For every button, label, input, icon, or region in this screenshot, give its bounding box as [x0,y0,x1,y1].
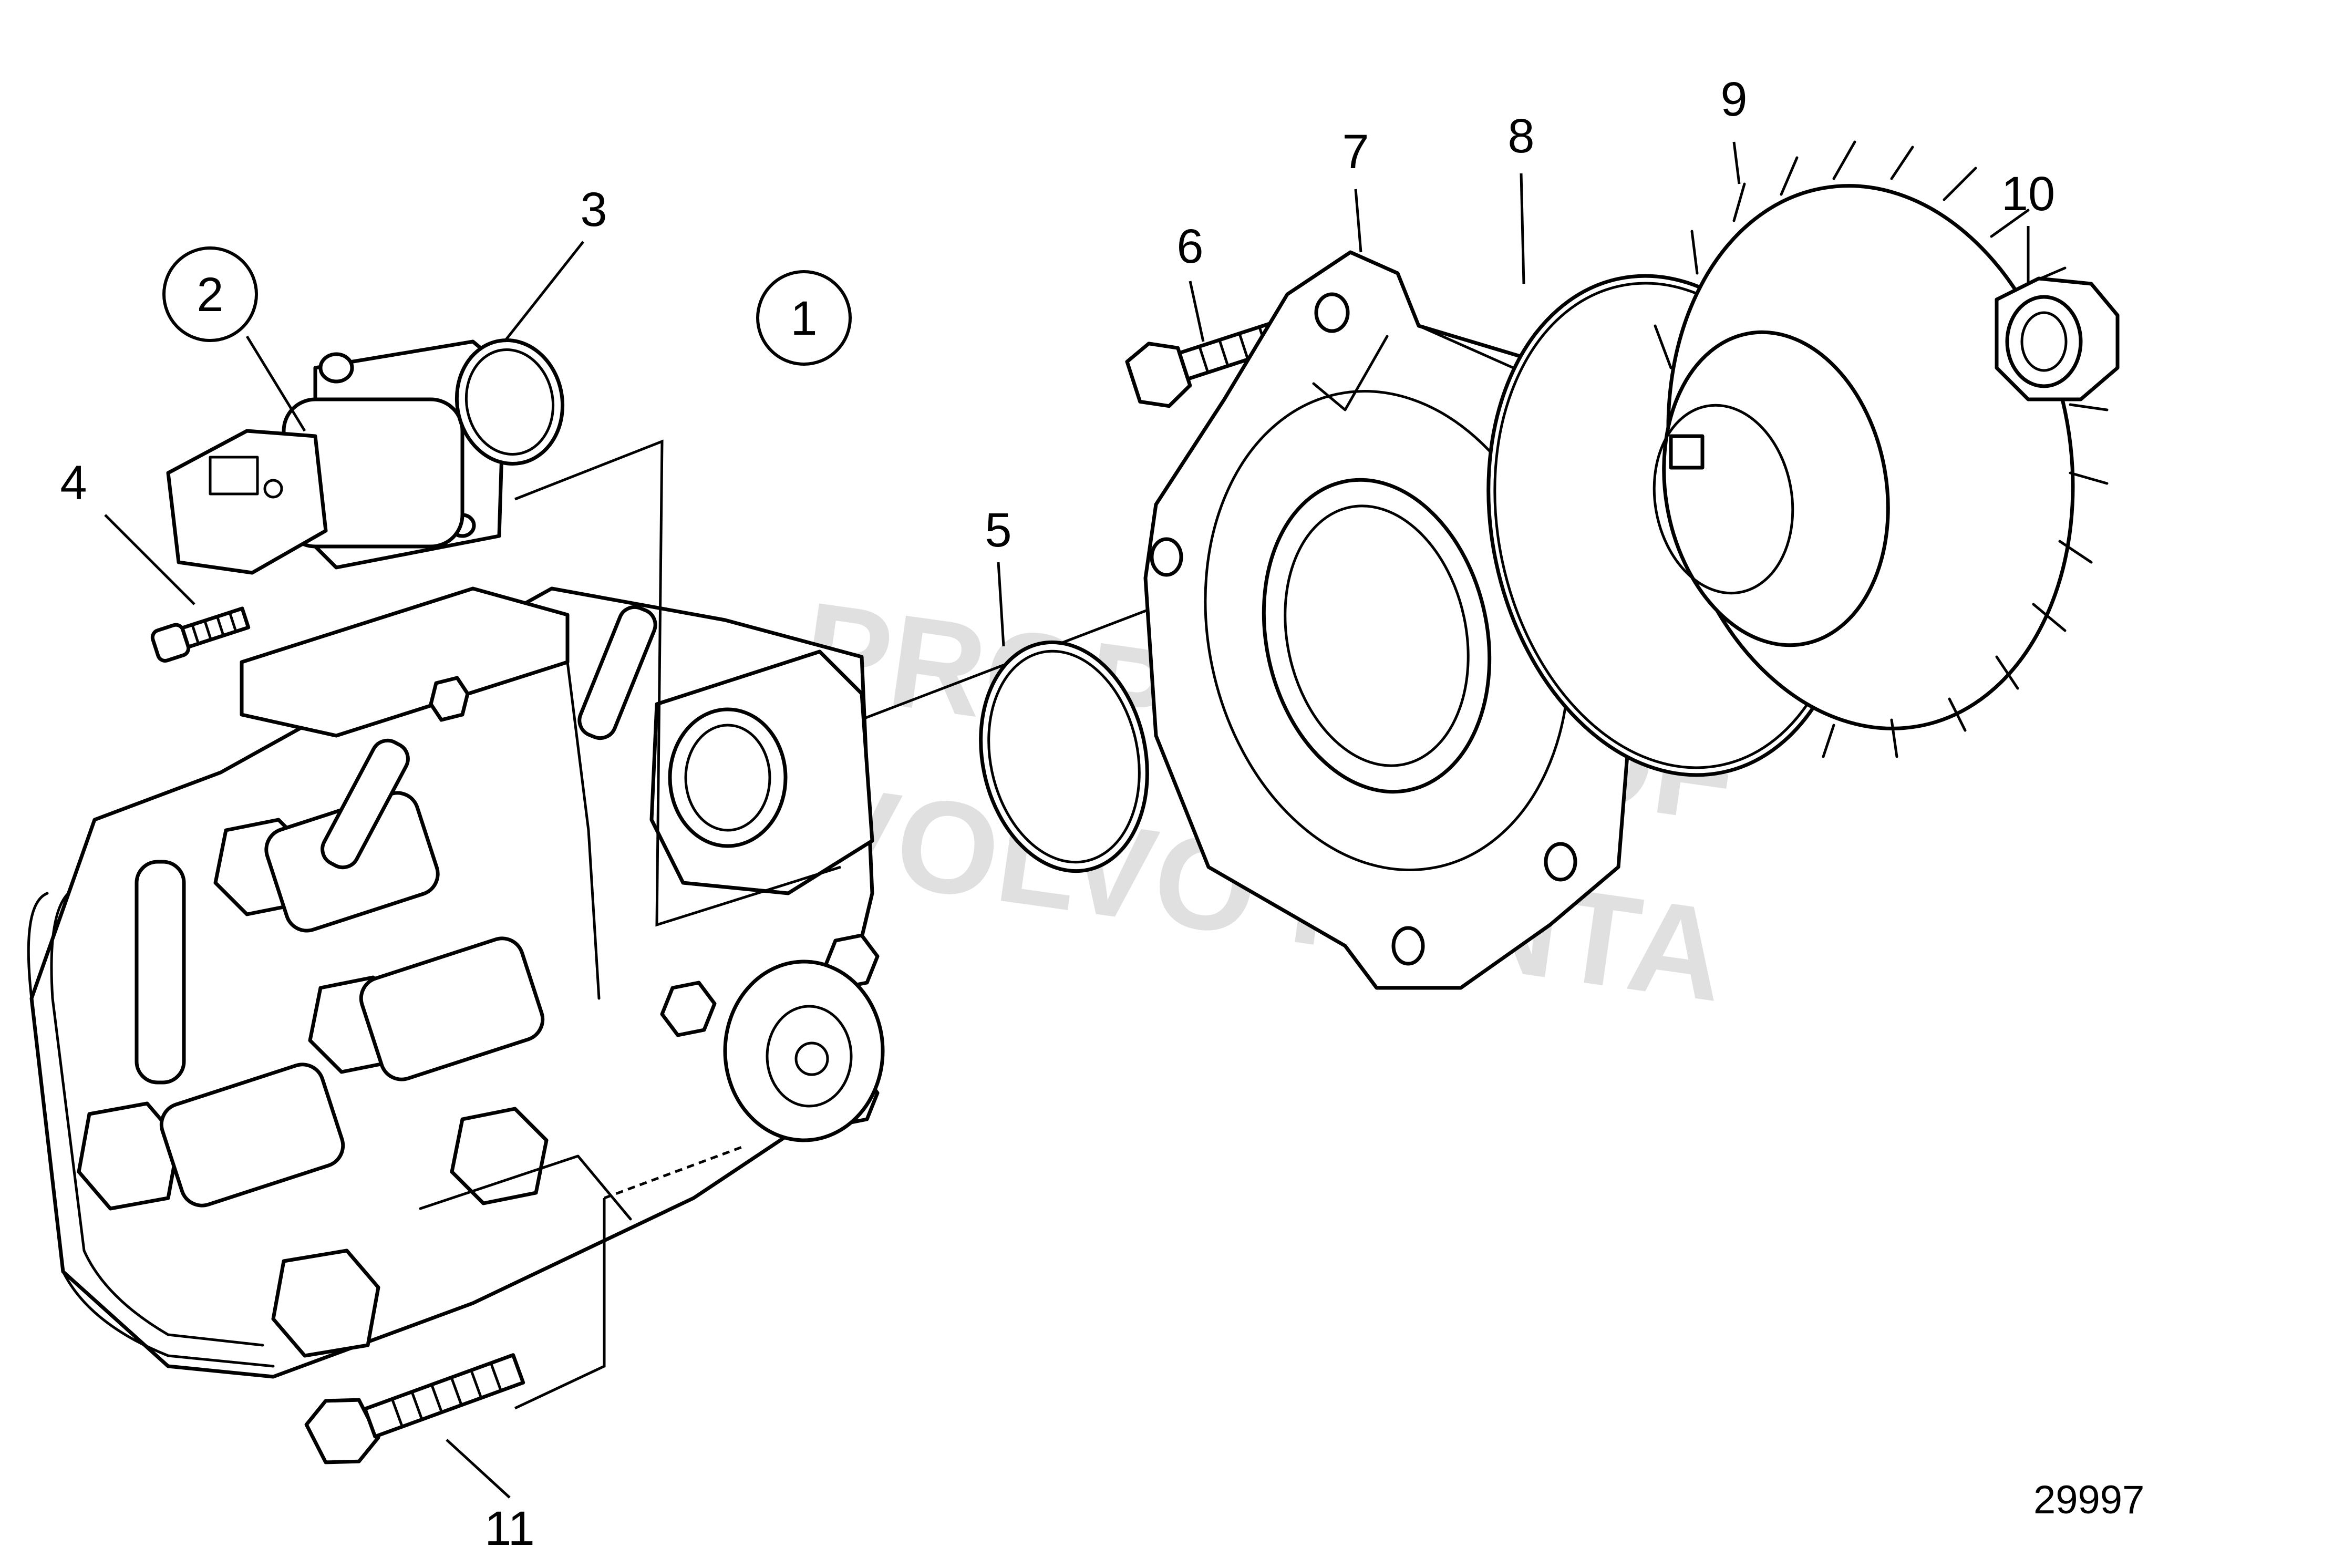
hex-fitting-4 [450,1107,549,1205]
gear-keyway [1669,434,1705,470]
leader-3 [503,241,584,343]
callout-label-9: 9 [1720,73,1747,126]
callout-circle-2 [162,246,258,342]
callout-label-7: 7 [1342,125,1369,179]
pump-tube-2 [577,605,657,740]
flange-bolt-hole-left [1150,537,1183,577]
pump-rear-cover [723,960,885,1142]
fuel-metering-valve [166,339,507,575]
callout-label-1: 1 [790,292,817,345]
flange-bolt-hole-right [1544,842,1577,882]
o-ring-small [455,338,565,466]
flange-bolt-hole-top [1314,292,1350,333]
valve-connector [166,429,328,575]
callout-label-2: 2 [197,268,223,322]
leader-6 [1189,281,1205,342]
fuel-pump-assembly [27,586,885,1379]
screw-small [150,606,251,663]
leader-11 [446,1439,511,1499]
callout-label-3: 3 [580,183,607,236]
gear-nut [1995,276,2120,401]
drive-gear [1653,140,2109,758]
flange-bolt-hole-bottom [1391,926,1425,966]
leader-9 [1732,141,1741,184]
flange-center-bore [1262,478,1492,794]
callout-label-11: 11 [484,1502,535,1555]
pump-tube-3 [135,860,186,1085]
callout-circle-1 [756,270,852,366]
callout-2: 2 [162,246,258,342]
callout-label-6: 6 [1176,220,1203,273]
leader-4 [104,514,195,605]
callout-1: 1 [756,270,852,366]
leader-2 [245,335,306,432]
o-ring-large [979,640,1149,873]
callout-label-5: 5 [985,503,1011,557]
pump-bolt [304,1353,525,1464]
pump-cylinder-3 [159,1062,345,1208]
nut-small-3 [660,981,717,1037]
hex-fitting-5 [271,1249,380,1358]
group-bracket-bottom [514,1198,606,1410]
hex-fitting-3 [77,1101,181,1211]
pump-flange-bore [668,707,788,848]
gear-hub [1662,330,1890,647]
callout-label-4: 4 [60,456,87,510]
leader-5 [997,562,1005,647]
drawing-number: 29997 [2033,1478,2144,1522]
callout-label-8: 8 [1507,109,1534,163]
pump-tube-1 [321,738,410,870]
callout-label-10: 10 [2001,167,2055,221]
nut-small-1 [429,676,470,722]
leader-7 [1354,189,1362,253]
group-bracket-top [514,439,841,927]
leader-8 [1520,173,1525,284]
pump-cylinder-2 [359,936,545,1081]
